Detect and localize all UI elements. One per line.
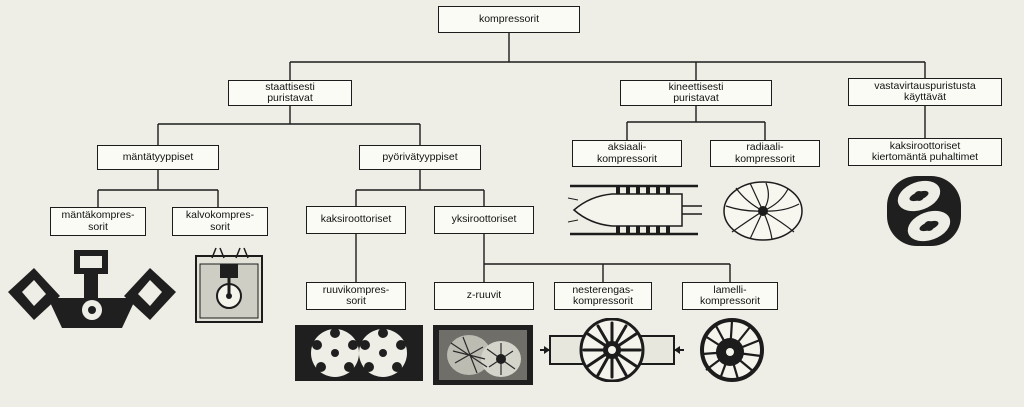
- node-kineettisesti-puristavat: kineettisesti puristavat: [620, 80, 772, 106]
- node-lamellikompressorit: lamelli- kompressorit: [682, 282, 778, 310]
- piston-compressor-illustration: [8, 250, 176, 328]
- node-pyorivatyyppiset: pyörivätyyppiset: [359, 145, 481, 170]
- axial-compressor-illustration: [567, 184, 702, 236]
- node-mantatyyppiset: mäntätyyppiset: [97, 145, 219, 170]
- node-mantakompressorit: mäntäkompres- sorit: [50, 207, 146, 236]
- node-z-ruuvit: z-ruuvit: [434, 282, 534, 310]
- node-ruuvikompressorit: ruuvikompres- sorit: [306, 282, 406, 310]
- single-screw-compressor-illustration: [433, 325, 533, 385]
- vane-compressor-illustration: [700, 318, 764, 382]
- node-staattisesti-puristavat: staattisesti puristavat: [228, 80, 352, 106]
- node-vastavirtauspuristusta-kayttavat: vastavirtauspuristusta käyttävät: [848, 78, 1002, 106]
- roots-blower-illustration: [887, 176, 961, 246]
- node-kaksiroottoriset: kaksiroottoriset: [306, 206, 406, 234]
- liquid-ring-compressor-illustration: [540, 318, 684, 382]
- node-aksiaalikompressorit: aksiaali- kompressorit: [572, 140, 682, 167]
- node-kalvokompressorit: kalvokompres- sorit: [172, 207, 268, 236]
- screw-compressor-illustration: [295, 325, 423, 381]
- node-nesterengaskompressorit: nesterengas- kompressorit: [554, 282, 652, 310]
- node-kaksiroottoriset-kiertomanta-puhaltimet: kaksiroottoriset kiertomäntä puhaltimet: [848, 138, 1002, 166]
- node-yksiroottoriset: yksiroottoriset: [434, 206, 534, 234]
- node-kompressorit: kompressorit: [438, 6, 580, 33]
- radial-compressor-illustration: [723, 181, 803, 241]
- node-radiaalikompressorit: radiaali- kompressorit: [710, 140, 820, 167]
- diaphragm-compressor-illustration: [195, 247, 263, 323]
